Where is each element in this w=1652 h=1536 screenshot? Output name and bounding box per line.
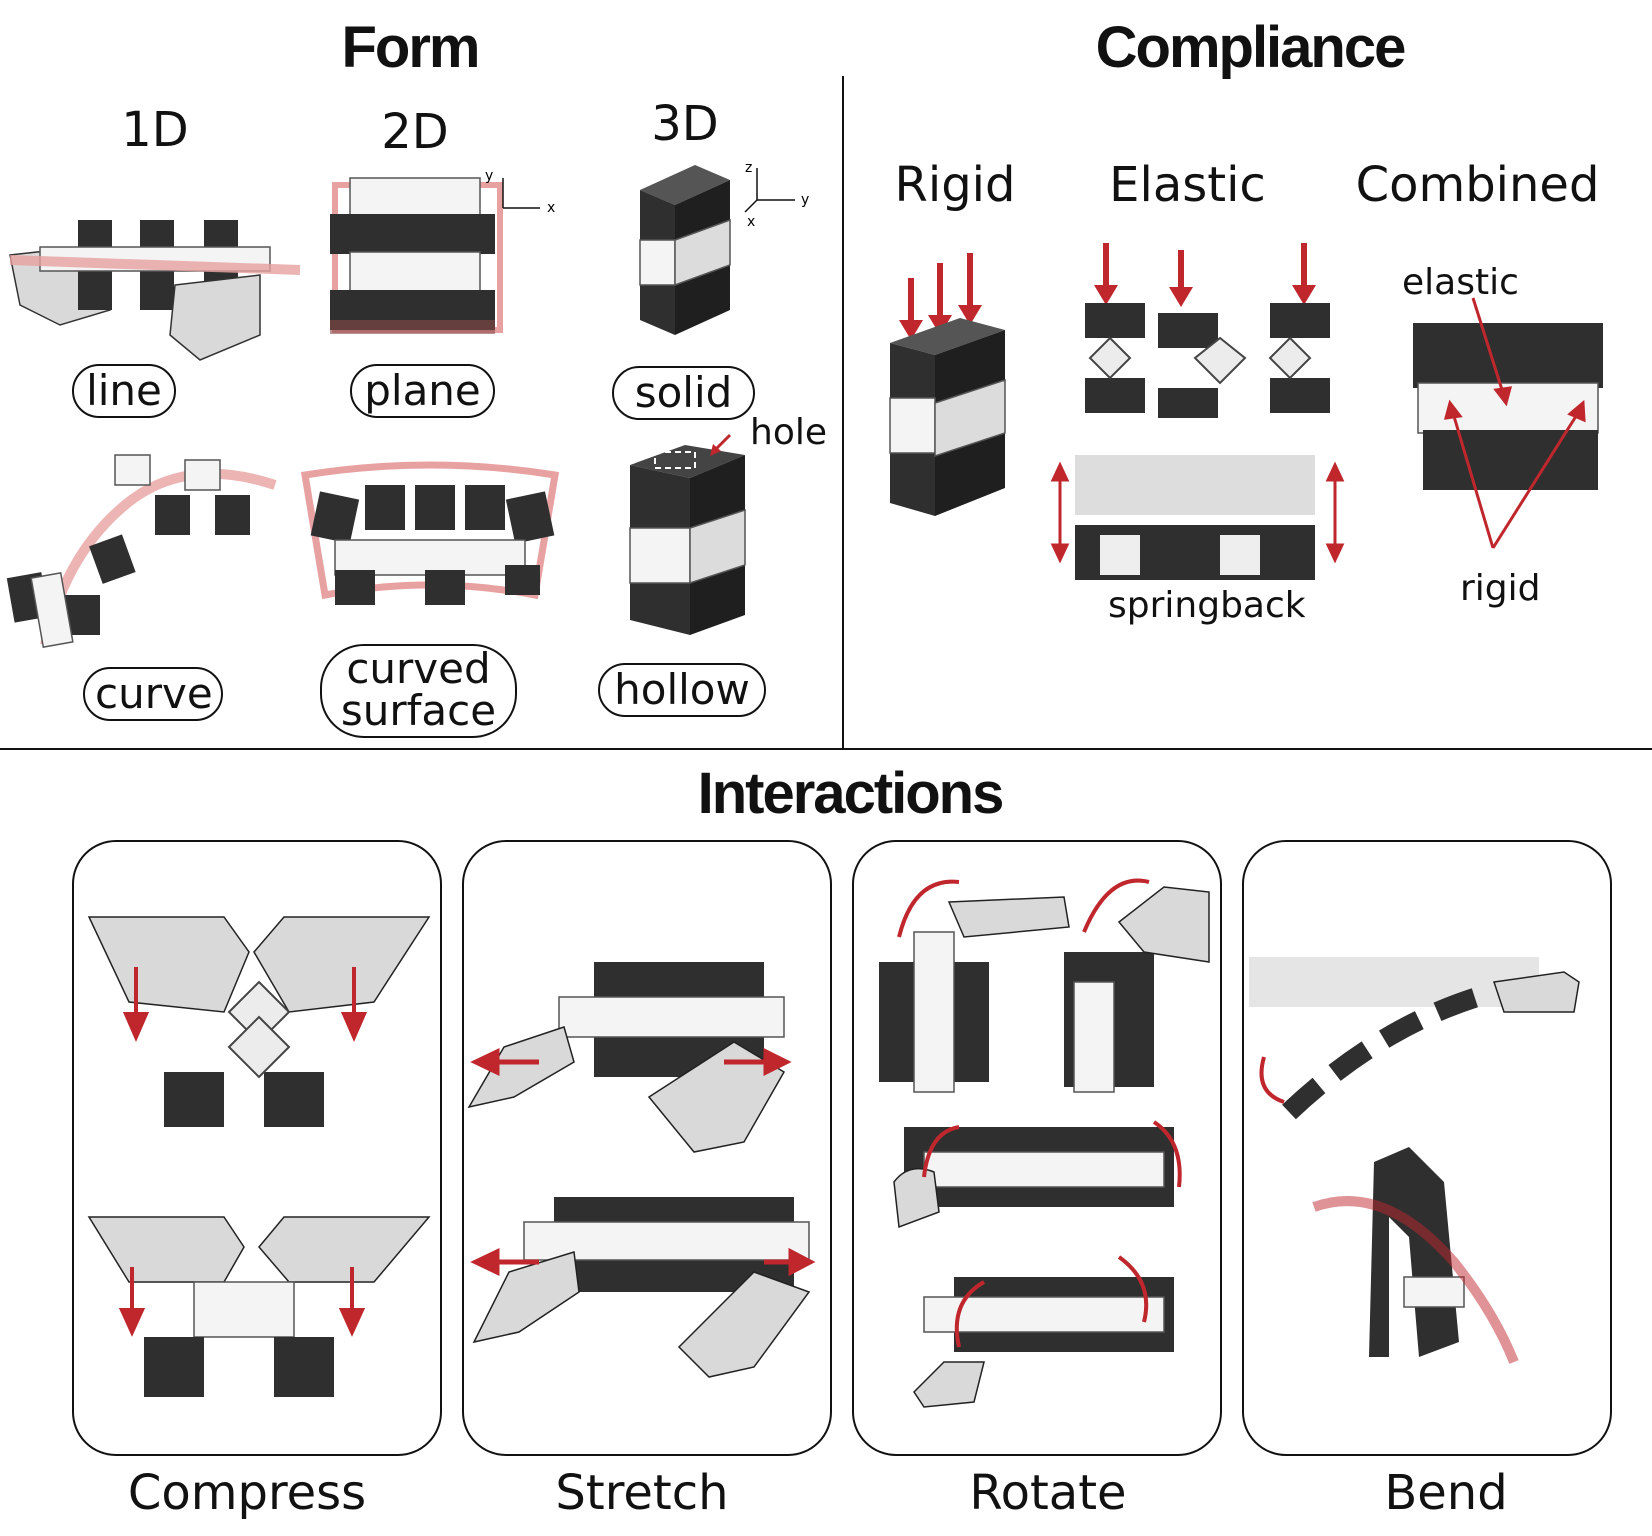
compliance-column-combined: Combined [1355, 157, 1600, 213]
label-curved-surface: curved surface [320, 644, 517, 738]
form-title: Form [341, 15, 481, 80]
panel-compress [72, 840, 442, 1456]
plane-axis-x: x [547, 200, 555, 216]
curved-surface-figure [300, 461, 560, 605]
label-plane: plane [350, 364, 495, 418]
form-column-1d: 1D [121, 102, 189, 158]
compliance-title: Compliance [1095, 15, 1407, 80]
panel-bend [1242, 840, 1612, 1456]
curve-figure [6, 454, 277, 648]
solid-axis-x: x [747, 214, 755, 230]
solid-axis-y: y [801, 192, 809, 208]
solid-figure: z y x [639, 160, 809, 335]
combined-figure [1413, 297, 1603, 549]
panel-rotate [852, 840, 1222, 1456]
compliance-column-elastic: Elastic [1109, 157, 1266, 213]
plane-axis-y: y [485, 168, 493, 184]
compress-illustration [87, 916, 431, 1397]
solid-axis-z: z [745, 160, 752, 176]
rigid-figure [889, 253, 1006, 516]
label-compress: Compress [127, 1465, 367, 1521]
label-bend: Bend [1384, 1465, 1508, 1521]
label-line: line [72, 364, 176, 418]
rigid-annotation: rigid [1460, 568, 1541, 609]
elastic-figure [1085, 243, 1330, 418]
interactions-title: Interactions [697, 761, 1005, 826]
label-curved-surface-line2: surface [340, 686, 497, 735]
hollow-figure [629, 433, 746, 635]
label-curved-surface-line1: curved [346, 644, 491, 693]
springback-annotation: springback [1108, 585, 1306, 626]
elastic-annotation: elastic [1402, 262, 1519, 303]
label-curve: curve [83, 667, 223, 721]
springback-figure [1050, 455, 1345, 580]
line-figure [9, 220, 301, 361]
form-column-3d: 3D [651, 96, 719, 152]
rotate-illustration [879, 878, 1210, 1408]
panel-stretch [462, 840, 832, 1456]
compliance-column-rigid: Rigid [894, 157, 1016, 213]
label-stretch: Stretch [555, 1465, 729, 1521]
vertical-divider [842, 76, 844, 748]
label-hollow: hollow [598, 663, 766, 717]
label-rotate: Rotate [969, 1465, 1127, 1521]
form-column-2d: 2D [381, 104, 449, 160]
label-solid: solid [612, 366, 755, 420]
hole-annotation: hole [750, 412, 827, 453]
horizontal-divider [0, 748, 1652, 750]
stretch-illustration [467, 962, 816, 1378]
plane-figure: y x [330, 168, 555, 334]
bend-illustration [1249, 957, 1580, 1364]
